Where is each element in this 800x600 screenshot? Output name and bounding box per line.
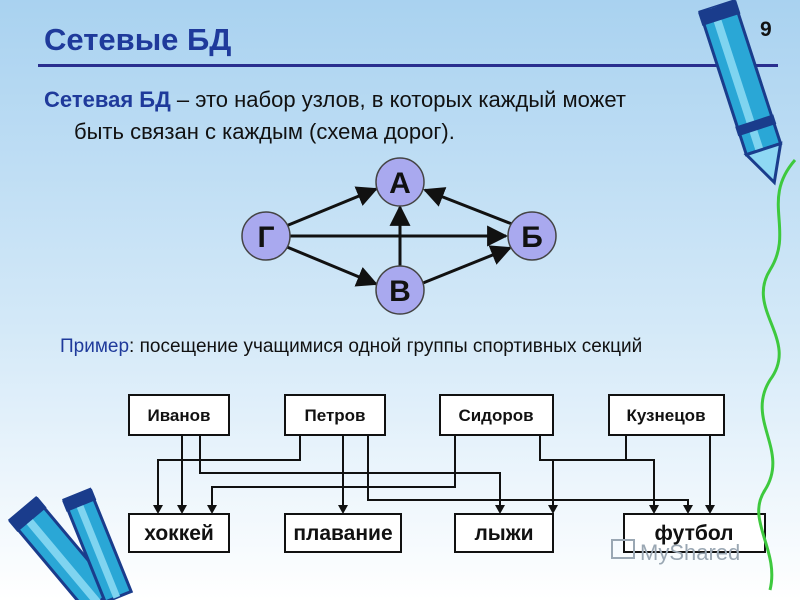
sport-box-football: футбол — [623, 513, 766, 553]
edge-g-v — [286, 245, 378, 287]
sport-football-frame — [623, 513, 766, 553]
person-sidorov-frame — [439, 394, 554, 436]
edge-b-a — [423, 187, 513, 226]
watermark-logo: MyShared — [611, 539, 740, 565]
arrow-skiing-1 — [495, 505, 505, 514]
sport-football-label: футбол — [655, 522, 734, 545]
watermark-cart-icon — [611, 539, 635, 559]
squiggle-line-right — [757, 159, 797, 591]
pencil-bl2-cap — [62, 488, 97, 512]
graph-node-a: А — [375, 157, 425, 207]
person-box-ivanov: Иванов — [128, 394, 230, 436]
node-b-circle — [507, 211, 557, 261]
sport-swimming-frame — [284, 513, 402, 553]
arrow-hockey-3 — [207, 505, 217, 514]
node-a-circle — [375, 157, 425, 207]
title-divider — [38, 64, 778, 67]
edge-v-b — [422, 245, 512, 285]
graph-node-g: Г — [241, 211, 291, 261]
person-petrov-label: Петров — [305, 406, 366, 425]
person-box-kuznetsov: Кузнецов — [608, 394, 725, 436]
page-number: 9 — [760, 18, 772, 41]
pencil-tr-ring — [735, 114, 777, 137]
pencil-icon-bottom-left-1 — [7, 496, 116, 600]
person-kuznetsov-frame — [608, 394, 725, 436]
sport-swimming-label: плавание — [293, 522, 392, 545]
pencil-tr-tip — [743, 141, 783, 186]
person-box-sidorov: Сидоров — [439, 394, 554, 436]
link-ivanov-skiing — [199, 435, 501, 512]
node-a-label: А — [389, 167, 411, 200]
pencil-bl1-stripe — [26, 519, 101, 600]
graph-node-b: Б — [507, 211, 557, 261]
arrow-football-1 — [649, 505, 659, 514]
definition-line2: быть связан с каждым (схема дорог). — [74, 119, 455, 144]
arrow-football-3 — [705, 505, 715, 514]
graph-node-v: В — [375, 265, 425, 315]
arrow-swimming — [338, 505, 348, 514]
person-ivanov-frame — [128, 394, 230, 436]
graph-edges — [285, 186, 513, 287]
sport-hockey-label: хоккей — [144, 522, 214, 545]
example-caption: Пример: посещение учащимися одной группы… — [60, 336, 642, 358]
pencil-icon-top-right — [698, 0, 783, 186]
watermark-text: MyShared — [640, 540, 740, 565]
node-g-label: Г — [257, 221, 274, 254]
arrow-skiing-2 — [548, 505, 558, 514]
pencil-icon-bottom-left-2 — [62, 487, 134, 600]
arrow-hockey-1 — [177, 505, 187, 514]
pencil-bl1-cap — [8, 496, 47, 533]
pencil-tr-cap — [698, 0, 741, 26]
node-v-circle — [375, 265, 425, 315]
person-ivanov-label: Иванов — [147, 406, 210, 425]
pencil-bl2-stripe — [76, 505, 121, 599]
link-sidorov-hockey — [211, 435, 456, 512]
definition-rest: – это набор узлов, в которых каждый може… — [170, 87, 626, 112]
example-text: : посещение учащимися одной группы спорт… — [129, 336, 643, 357]
arrow-football-2 — [683, 505, 693, 514]
sport-box-swimming: плавание — [284, 513, 402, 553]
network-connectors — [157, 435, 711, 512]
person-sidorov-label: Сидоров — [458, 406, 533, 425]
definition-text: Сетевая БД – это набор узлов, в которых … — [44, 84, 744, 148]
node-b-label: Б — [521, 221, 543, 254]
definition-term: Сетевая БД — [44, 87, 171, 112]
example-label: Пример — [60, 336, 130, 357]
link-kuznetsov-skiing — [552, 435, 627, 512]
sport-box-skiing: лыжи — [454, 513, 554, 553]
node-v-label: В — [389, 275, 411, 308]
slide-title: Сетевые БД — [44, 22, 232, 57]
link-petrov-hockey — [157, 435, 301, 512]
sport-skiing-frame — [454, 513, 554, 553]
sport-skiing-label: лыжи — [474, 522, 533, 545]
node-g-circle — [241, 211, 291, 261]
person-box-petrov: Петров — [284, 394, 386, 436]
edge-g-a — [285, 186, 378, 228]
pencil-tr-stripe — [709, 6, 764, 152]
sport-box-hockey: хоккей — [128, 513, 230, 553]
sport-hockey-frame — [128, 513, 230, 553]
person-kuznetsov-label: Кузнецов — [626, 406, 705, 425]
network-arrowheads — [153, 505, 715, 514]
arrow-hockey-2 — [153, 505, 163, 514]
person-petrov-frame — [284, 394, 386, 436]
